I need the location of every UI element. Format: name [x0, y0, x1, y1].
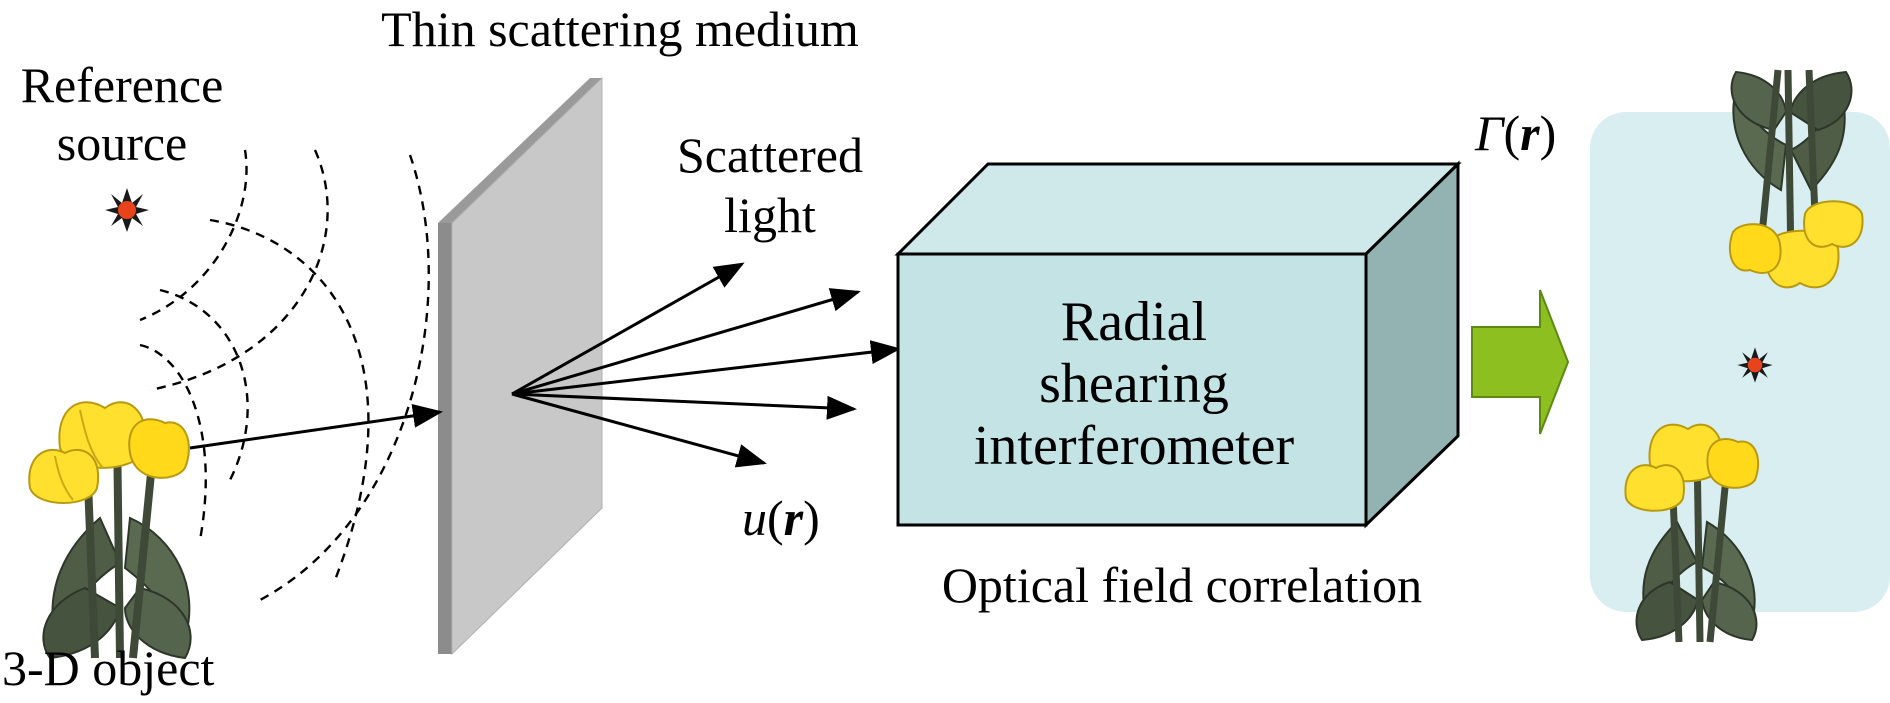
green-output-arrow	[1471, 289, 1570, 435]
reference-source-label-line1: Reference	[21, 57, 224, 113]
reference-source-label-line2: source	[57, 115, 188, 171]
radial-shearing-interferometer-box	[894, 160, 1462, 529]
star-burst-icon	[1737, 347, 1773, 383]
scattered-light-arrows	[511, 262, 901, 468]
thin-medium-label: Thin scattering medium	[381, 1, 859, 57]
thin-scattering-medium	[438, 76, 603, 656]
box-label-line1: Radial	[1061, 291, 1207, 353]
wavefronts	[139, 149, 430, 602]
reconstruction-panel	[1590, 112, 1890, 612]
tulip-icon	[29, 402, 190, 658]
box-label-line2: shearing	[1039, 353, 1229, 415]
star-burst-icon	[105, 188, 149, 232]
correlation-label: Optical field correlation	[942, 557, 1422, 613]
gamma-label: Γ(r)	[1474, 105, 1556, 161]
box-label-line3: interferometer	[974, 415, 1295, 477]
field-u-label: u(r)	[742, 490, 820, 546]
scattered-light-label-line2: light	[724, 187, 816, 243]
object-label: 3-D object	[2, 640, 215, 696]
scattered-light-label-line1: Scattered	[677, 127, 863, 183]
incident-light-arrow	[189, 403, 443, 450]
